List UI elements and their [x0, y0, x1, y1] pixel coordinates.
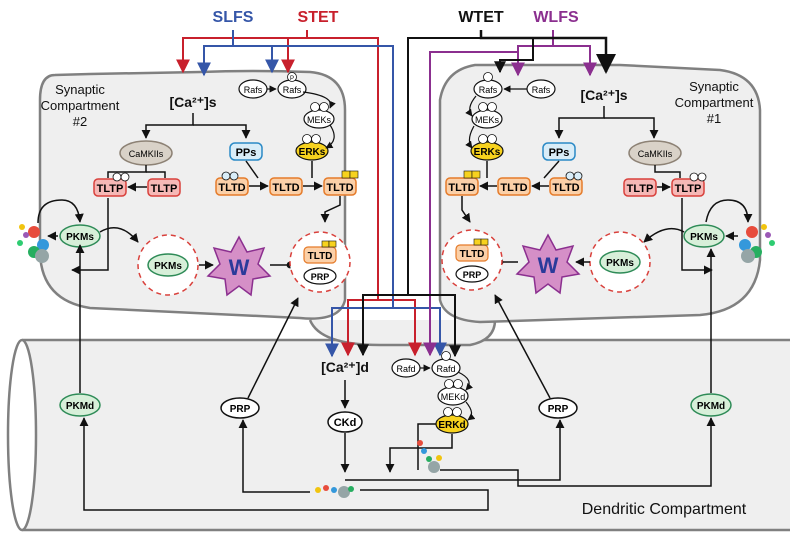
pkm-s-right-2-label: PKMs — [606, 258, 634, 269]
w-star-right: W — [515, 233, 581, 295]
pp-s-right-label: PPs — [549, 147, 570, 159]
left-compartment-nodes: [Ca²⁺]s Rafs Rafs P MEKs ERKs CaMKIIs PP… — [17, 72, 359, 297]
prp-right-label: PRP — [548, 404, 569, 415]
tltd-tag-right-label: TLTD — [460, 249, 485, 260]
mek-s-left — [303, 109, 335, 129]
prp-left-label: PRP — [230, 404, 251, 415]
prp-tag-left-label: PRP — [311, 272, 330, 282]
pkm-s-left-label: PKMs — [66, 232, 94, 243]
erk-s-left-label: ERKs — [299, 147, 326, 158]
tltp-left-label: TLTP — [151, 183, 178, 195]
ribosome-icon-dendritic-2 — [417, 440, 442, 473]
pkm-s-right — [683, 224, 725, 248]
tltd-tag-left — [303, 246, 337, 264]
tltd-tag-right — [455, 244, 489, 262]
tltd-right-1-label: TLTD — [448, 182, 475, 194]
tltd-left-2 — [269, 177, 303, 196]
w-star-left: W — [206, 235, 272, 297]
tltd-right-3 — [549, 177, 583, 196]
ck-d-label: CKd — [334, 417, 357, 429]
prp-tag-left — [303, 267, 337, 285]
tltd-left-1-label: TLTD — [218, 182, 245, 194]
mek-s-right — [471, 109, 503, 129]
erk-s-right — [470, 141, 504, 161]
tltp-right-label: TLTP — [627, 183, 654, 195]
pkm-s-right-2 — [599, 250, 641, 274]
raf-s-right-label: Rafs — [532, 85, 551, 95]
pkm-d-right — [690, 393, 732, 417]
erk-d-label: ERKd — [438, 420, 465, 431]
ca-d: [Ca²⁺]d — [321, 359, 369, 375]
w-right-label: W — [538, 253, 559, 278]
ck-d — [327, 411, 363, 433]
ribosome-icon-dendritic-1 — [315, 485, 354, 498]
raf-d-p-label: Rafd — [436, 364, 455, 374]
tltp-left — [147, 178, 181, 197]
prp-tag-right — [455, 265, 489, 283]
tltd-right-2 — [497, 177, 531, 196]
phospho-mark: P — [290, 76, 294, 82]
ca-s-left: [Ca²⁺]s — [169, 94, 216, 110]
pkm-d-right-label: PKMd — [697, 401, 725, 412]
slfs-label: SLFS — [213, 9, 254, 26]
raf-s-p-left-label: Rafs — [283, 85, 302, 95]
stimulus-lines — [176, 30, 616, 358]
tltd-right-2-label: TLTD — [500, 182, 527, 194]
tltd-left-2-label: TLTD — [272, 182, 299, 194]
tltp-p-left-label: TLTP — [97, 183, 124, 195]
pkm-s-left-2 — [147, 253, 189, 277]
tltd-right-3-label: TLTD — [552, 182, 579, 194]
wtet-label: WTET — [458, 9, 504, 26]
ribosome-icon-right — [739, 224, 775, 263]
ribosome-icon-left — [17, 224, 49, 263]
tltp-p-left — [93, 178, 127, 197]
tltp-right — [623, 178, 657, 197]
synaptic2-label-line1: Synaptic — [55, 82, 105, 97]
camkii-s-right-label: CaMKIIs — [638, 149, 673, 159]
dendritic-label: Dendritic Compartment — [582, 501, 747, 518]
erk-s-left — [295, 141, 329, 161]
w-left-label: W — [229, 255, 250, 280]
pkm-d-left-label: PKMd — [66, 401, 94, 412]
erk-s-right-label: ERKs — [474, 147, 501, 158]
raf-s-left-label: Rafs — [244, 85, 263, 95]
right-compartment-nodes: [Ca²⁺]s Rafs Rafs MEKs ERKs PPs CaMKIIs … — [441, 72, 775, 295]
pkm-s-left-2-label: PKMs — [154, 261, 182, 272]
raf-d-label: Rafd — [396, 364, 415, 374]
tltp-p-right — [671, 178, 705, 197]
mek-s-left-label: MEKs — [307, 115, 332, 125]
tltd-left-3 — [323, 177, 357, 196]
synaptic1-label-line1: Synaptic — [689, 79, 739, 94]
tltd-left-3-label: TLTD — [326, 182, 353, 194]
mek-d — [437, 386, 469, 406]
prp-left — [220, 397, 260, 419]
mek-s-right-label: MEKs — [475, 115, 500, 125]
tltd-right-1 — [445, 177, 479, 196]
synaptic2-label-line3: #2 — [73, 114, 87, 129]
wlfs-label: WLFS — [533, 9, 579, 26]
camkii-s-left-label: CaMKIIs — [129, 149, 164, 159]
pp-s-left-label: PPs — [236, 147, 257, 159]
mek-d-label: MEKd — [441, 392, 466, 402]
synaptic1-label-line3: #1 — [707, 111, 721, 126]
ca-s-right: [Ca²⁺]s — [580, 87, 627, 103]
tltp-p-right-label: TLTP — [675, 183, 702, 195]
prp-tag-right-label: PRP — [463, 270, 482, 280]
prp-right — [538, 397, 578, 419]
raf-s-p-right-label: Rafs — [479, 85, 498, 95]
pp-s-left — [229, 142, 263, 161]
tltd-tag-left-label: TLTD — [308, 251, 333, 262]
synaptic2-label-line2: Compartment — [41, 98, 120, 113]
stet-label: STET — [298, 9, 339, 26]
pkm-d-left — [59, 393, 101, 417]
dendritic-nodes: [Ca²⁺]d Rafd Rafd MEKd ERKd CKd — [59, 244, 732, 511]
synaptic1-label-line2: Compartment — [675, 95, 754, 110]
pp-s-right — [542, 142, 576, 161]
pkm-s-right-label: PKMs — [690, 232, 718, 243]
